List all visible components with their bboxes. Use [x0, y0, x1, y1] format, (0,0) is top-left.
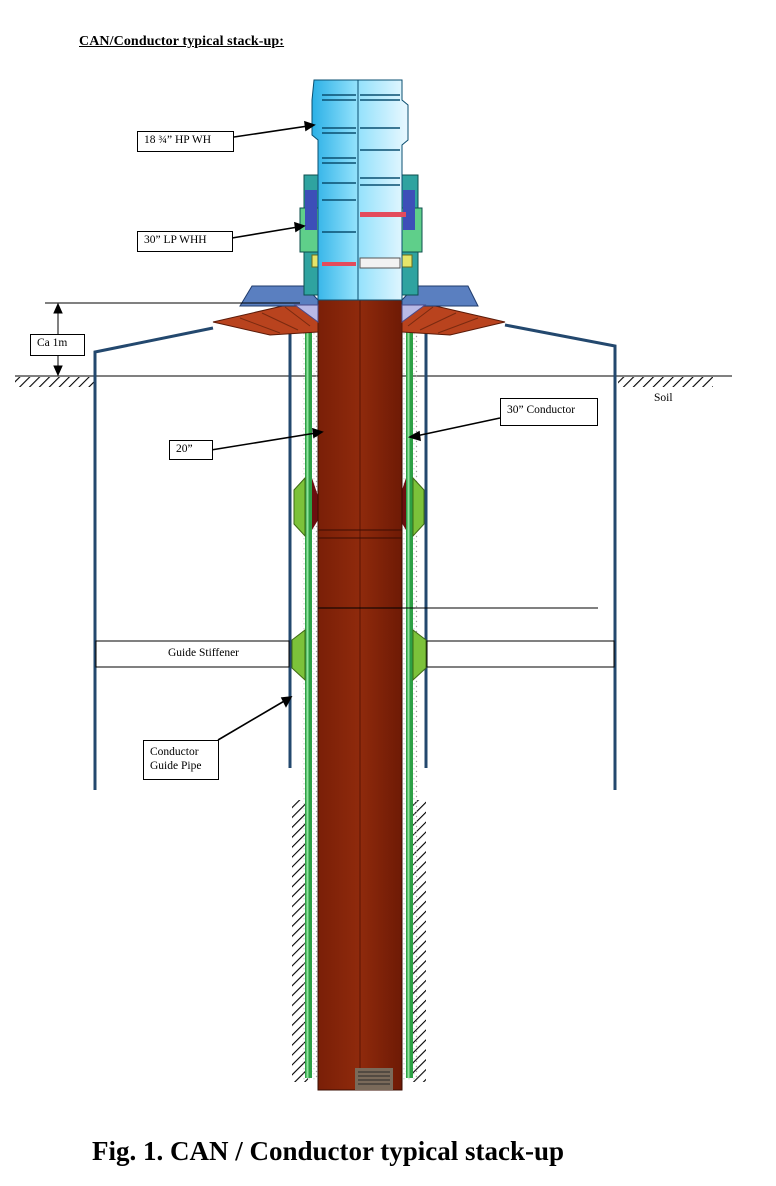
label-conductor-30: 30” Conductor — [500, 398, 598, 426]
guide-stiffener-right — [426, 640, 615, 668]
guide-stiffener-left — [95, 640, 290, 668]
label-hp-wellhead: 18 ¾” HP WH — [137, 131, 234, 152]
leader-lines — [210, 120, 501, 741]
label-guide-pipe-line2: Guide Pipe — [150, 760, 202, 772]
label-guide-pipe-line1: Conductor — [150, 746, 199, 758]
label-conductor-guide-pipe: Conductor Guide Pipe — [143, 740, 219, 780]
page-heading: CAN/Conductor typical stack-up: — [79, 34, 285, 49]
label-height-above-seabed: Ca 1m — [30, 334, 85, 356]
can-skirt-walls — [93, 323, 617, 790]
can-top-skirt — [212, 285, 506, 336]
figure-caption: Fig. 1. CAN / Conductor typical stack-up — [92, 1136, 565, 1166]
label-guide-stiffener: Guide Stiffener — [168, 647, 240, 659]
conductor-30-walls — [305, 315, 413, 1078]
hp-wellhead — [311, 79, 409, 301]
conductor-guide-pipe — [288, 320, 428, 768]
casing-20 — [317, 299, 598, 1091]
label-casing-20: 20” — [169, 440, 213, 460]
label-soil: Soil — [654, 392, 673, 404]
label-lp-wellhead-housing: 30” LP WHH — [137, 231, 233, 252]
